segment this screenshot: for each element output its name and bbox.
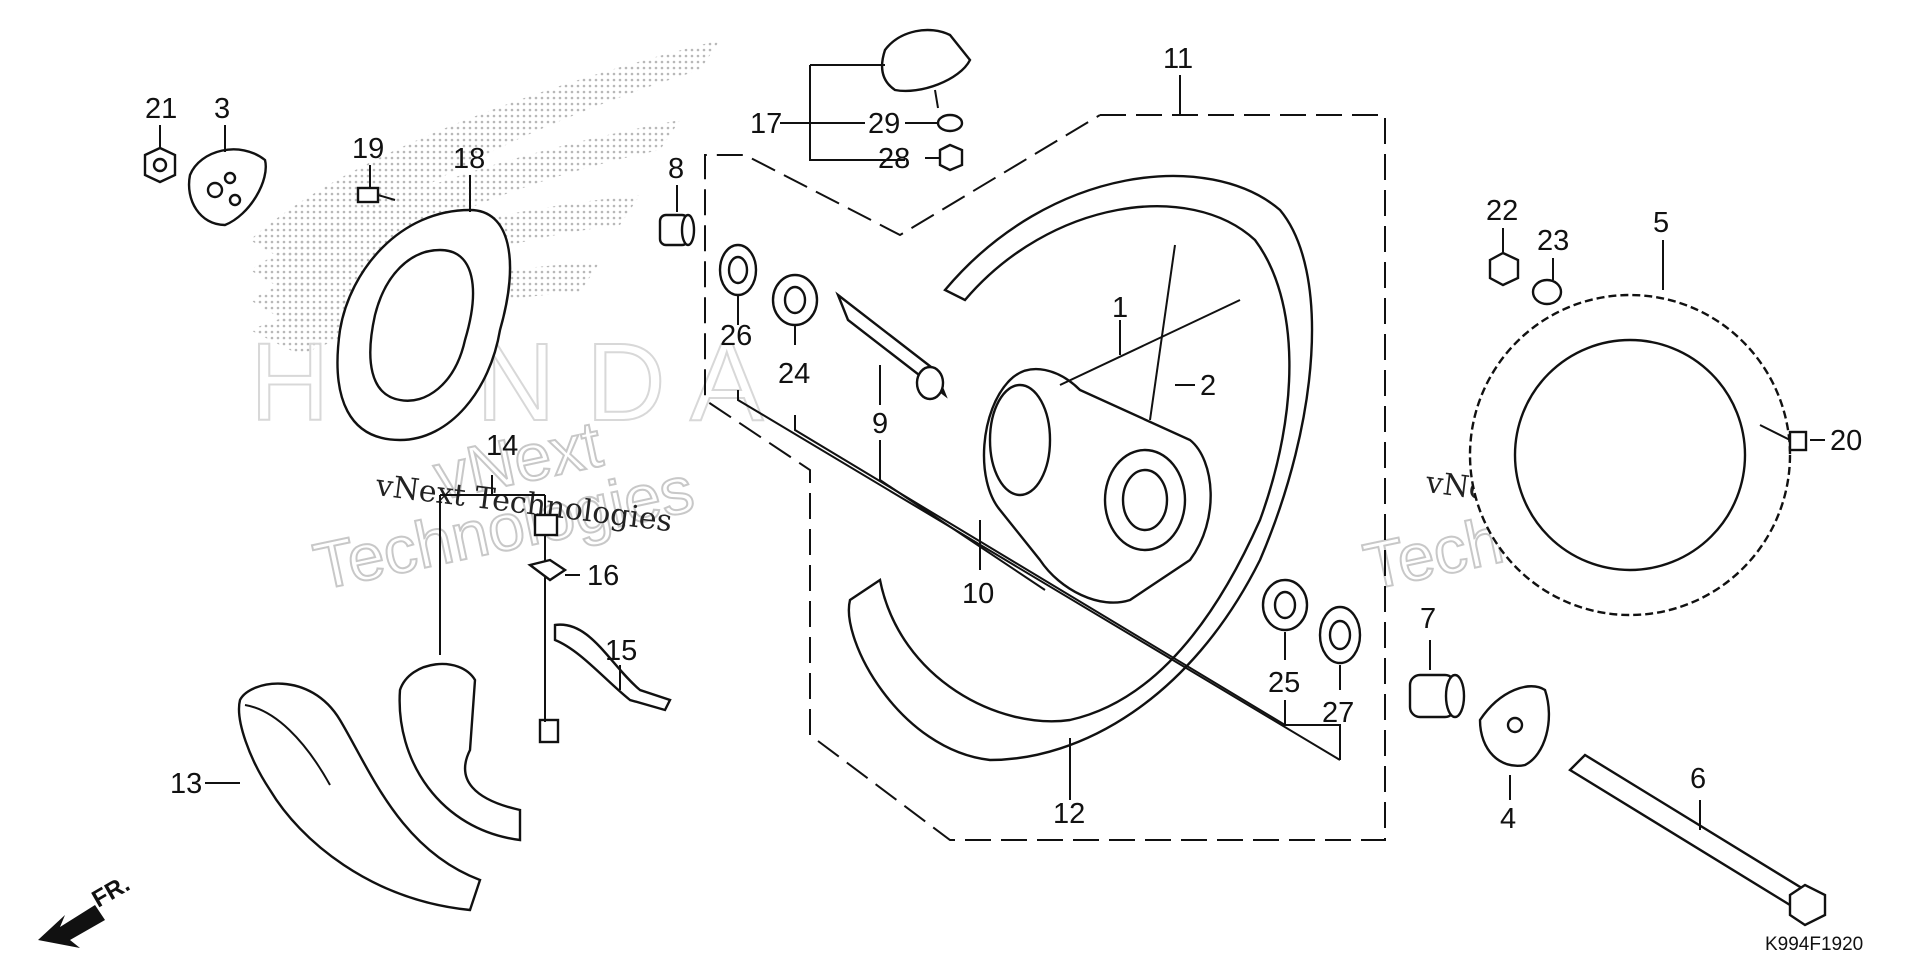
part-23-washer[interactable] [1531, 278, 1563, 306]
label-16[interactable]: 16 [587, 560, 619, 592]
part-4-plate[interactable] [1478, 685, 1551, 767]
part-18-brake-disc[interactable] [336, 208, 512, 442]
part-17-valve-cap[interactable] [880, 28, 972, 109]
label-27[interactable]: 27 [1322, 697, 1354, 729]
label-23[interactable]: 23 [1537, 225, 1569, 257]
part-14-tube[interactable] [398, 662, 560, 842]
label-25[interactable]: 25 [1268, 667, 1300, 699]
part-28-valve-nut[interactable] [938, 143, 964, 172]
part-22-nut[interactable] [1488, 251, 1520, 287]
part-5-sprocket[interactable] [1468, 293, 1792, 617]
label-5[interactable]: 5 [1653, 207, 1669, 239]
part-13-tire[interactable] [237, 682, 482, 912]
label-19[interactable]: 19 [352, 133, 384, 165]
label-14[interactable]: 14 [486, 430, 518, 462]
part-24-bearing[interactable] [771, 273, 819, 327]
part-3-plate[interactable] [187, 148, 267, 227]
part-6-axle[interactable] [1568, 753, 1827, 927]
diagram-code: K994F1920 [1765, 934, 1863, 955]
label-9[interactable]: 9 [872, 408, 888, 440]
label-11[interactable]: 11 [1163, 43, 1193, 75]
label-12[interactable]: 12 [1053, 798, 1085, 830]
label-28[interactable]: 28 [878, 143, 910, 175]
label-2[interactable]: 2 [1200, 370, 1216, 402]
front-direction-arrow-icon [38, 905, 105, 948]
label-6[interactable]: 6 [1690, 763, 1706, 795]
part-7-collar[interactable] [1408, 673, 1466, 719]
part-16-valve-nut[interactable] [527, 513, 568, 582]
label-4[interactable]: 4 [1500, 803, 1516, 835]
label-18[interactable]: 18 [453, 143, 485, 175]
label-22[interactable]: 22 [1486, 195, 1518, 227]
label-17[interactable]: 17 [750, 108, 782, 140]
label-3[interactable]: 3 [214, 93, 230, 125]
label-8[interactable]: 8 [668, 153, 684, 185]
svg-text:H O N D A: H O N D A [250, 321, 764, 444]
label-21[interactable]: 21 [145, 93, 177, 125]
part-10-hub[interactable] [982, 367, 1212, 604]
part-27-dust-seal[interactable] [1318, 605, 1362, 665]
part-29-valve-nut[interactable] [936, 113, 964, 133]
part-19-bolt[interactable] [356, 186, 396, 204]
part-9-distance-collar[interactable] [835, 291, 948, 401]
part-25-bearing[interactable] [1261, 578, 1309, 632]
label-10[interactable]: 10 [962, 578, 994, 610]
part-12-rim[interactable] [847, 174, 1314, 762]
part-2-spoke[interactable] [1149, 244, 1176, 421]
wheel-assembly-outline [704, 114, 1386, 841]
part-15-rim-band[interactable] [553, 623, 672, 712]
label-26[interactable]: 26 [720, 320, 752, 352]
label-13[interactable]: 13 [170, 768, 202, 800]
part-26-dust-seal[interactable] [718, 243, 758, 297]
label-15[interactable]: 15 [605, 635, 637, 667]
label-1[interactable]: 1 [1112, 292, 1128, 324]
part-21-nut[interactable] [143, 146, 177, 184]
part-8-collar[interactable] [658, 213, 696, 247]
part-1-spoke[interactable] [1059, 299, 1241, 386]
label-7[interactable]: 7 [1420, 603, 1436, 635]
label-20[interactable]: 20 [1830, 425, 1862, 457]
part-20-bolt[interactable] [1759, 424, 1808, 452]
label-29[interactable]: 29 [868, 108, 900, 140]
label-24[interactable]: 24 [778, 358, 810, 390]
